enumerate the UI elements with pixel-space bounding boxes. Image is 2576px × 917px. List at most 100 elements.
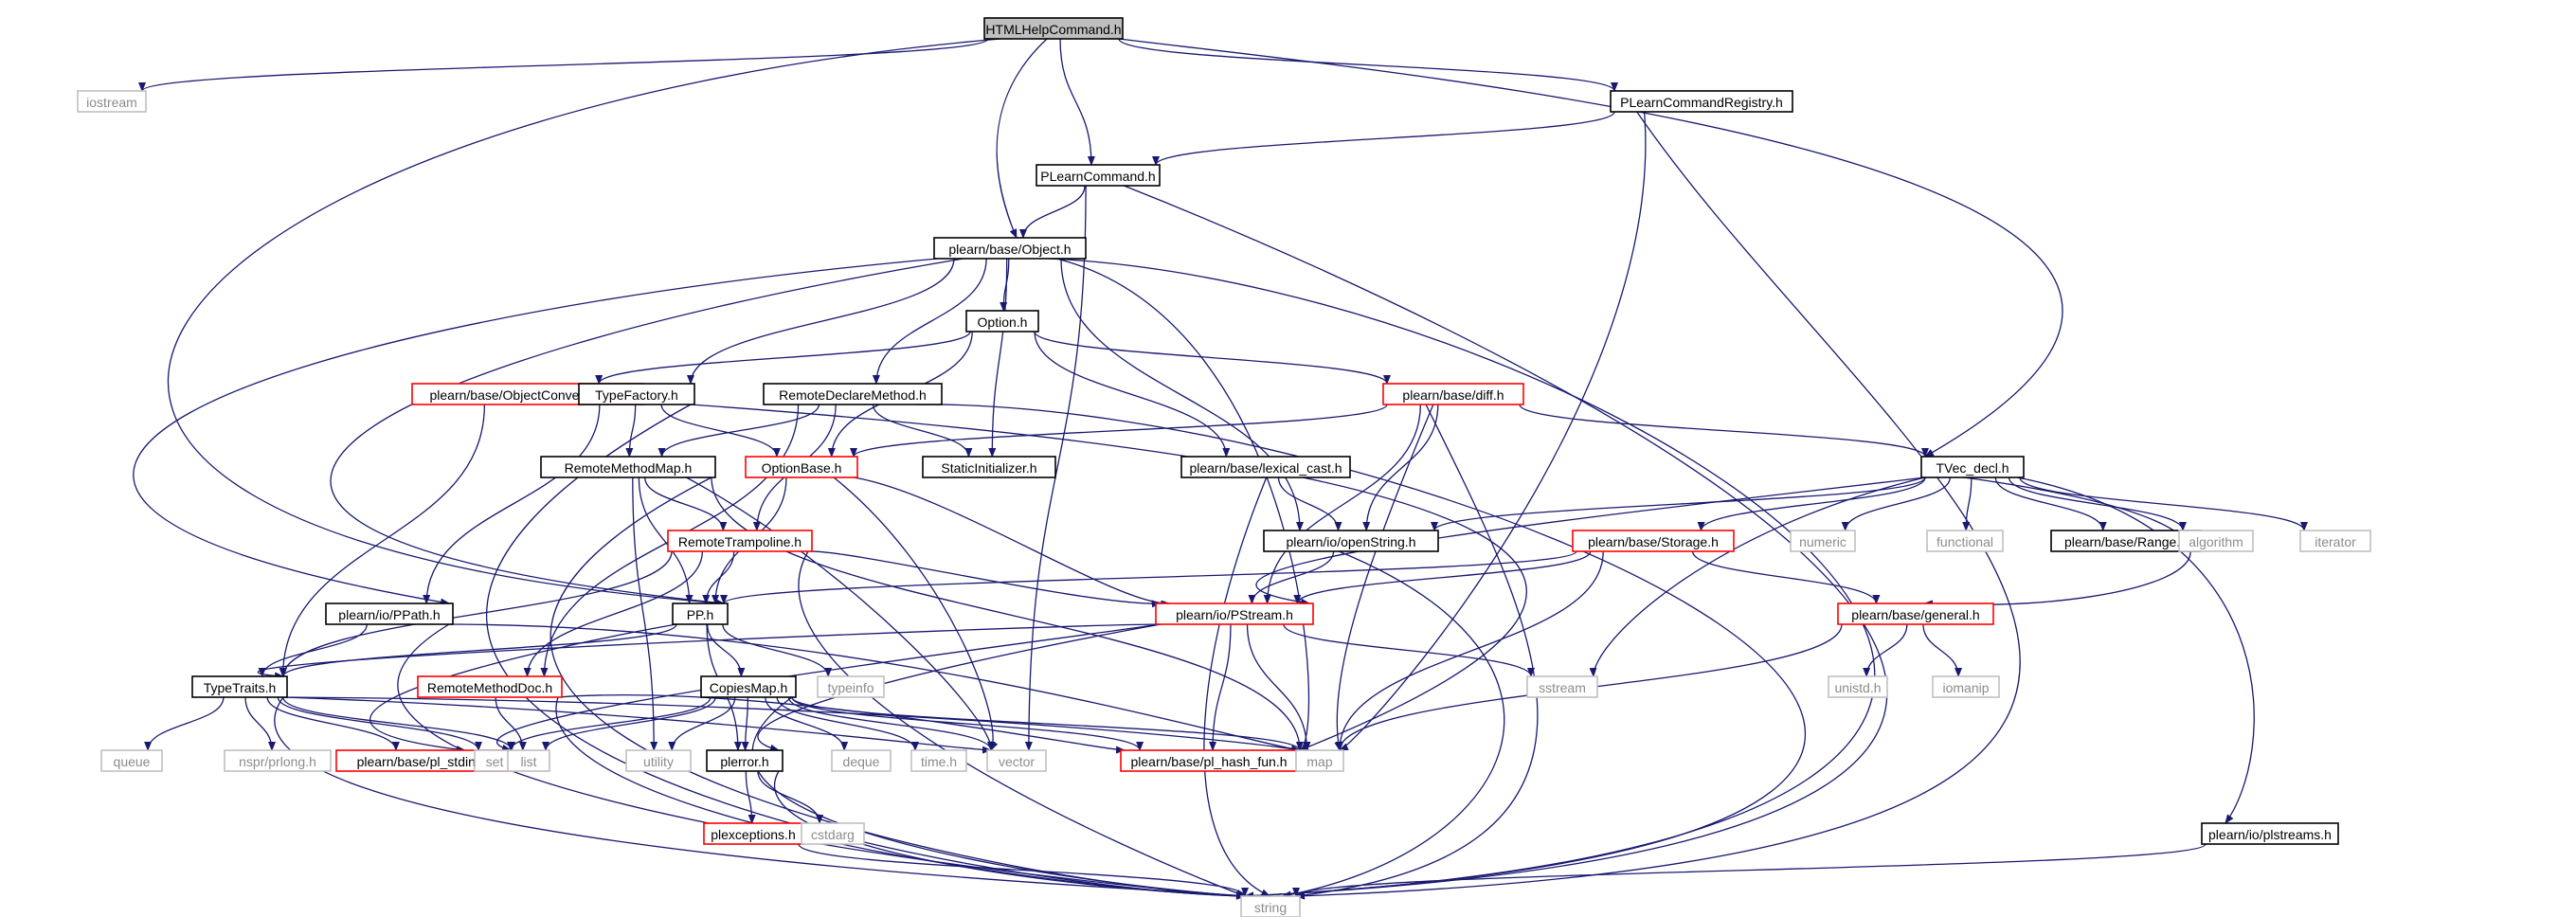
node-utility: utility <box>625 749 692 772</box>
node-iostream: iostream <box>77 90 147 113</box>
edge-TVec_decl-to-sstream <box>1589 476 1926 677</box>
node-algorithm: algorithm <box>2178 530 2254 552</box>
node-Object[interactable]: plearn/base/Object.h <box>933 237 1087 260</box>
edge-RemoteMethodDoc-to-pl_hash_fun <box>557 694 1126 754</box>
node-typeinfo: typeinfo <box>817 675 885 698</box>
edge-PP-to-CopiesMap <box>707 623 746 677</box>
node-label-deque: deque <box>843 754 880 769</box>
edge-PStream-to-sstream <box>1283 623 1535 677</box>
node-HTMLHelpCommand[interactable]: HTMLHelpCommand.h <box>983 17 1124 40</box>
node-label-timeh: time.h <box>921 754 957 769</box>
node-RemoteMethodMap[interactable]: RemoteMethodMap.h <box>540 456 716 478</box>
edge-Option-to-lexical_cast <box>1034 331 1231 458</box>
node-TypeFactory[interactable]: TypeFactory.h <box>578 383 695 405</box>
node-RemoteTrampoline[interactable]: RemoteTrampoline.h <box>667 530 813 552</box>
node-box-iterator <box>2299 530 2371 552</box>
edge-CopiesMap-to-list <box>542 696 716 751</box>
node-label-utility: utility <box>643 754 674 769</box>
node-TVec_decl[interactable]: TVec_decl.h <box>1920 456 2025 478</box>
node-label-TVec_decl: TVec_decl.h <box>1936 460 2009 476</box>
edge-PStream-to-map <box>1246 623 1311 751</box>
node-label-RemoteTrampoline: RemoteTrampoline.h <box>678 534 802 549</box>
edge-openString-to-string <box>1281 550 1505 899</box>
node-Range[interactable]: plearn/base/Range.h <box>2050 530 2202 552</box>
node-box-iostream <box>77 90 147 113</box>
edge-RemoteTrampoline-to-PStream <box>807 550 1162 608</box>
node-RemoteMethodDoc[interactable]: RemoteMethodDoc.h <box>417 675 563 698</box>
edge-Storage-to-PStream <box>1293 550 1592 604</box>
node-sstream: sstream <box>1526 675 1598 698</box>
node-general[interactable]: plearn/base/general.h <box>1837 602 1994 625</box>
node-label-map: map <box>1306 754 1332 769</box>
edge-TVec_decl-to-Storage <box>1697 476 1926 531</box>
node-lexical_cast[interactable]: plearn/base/lexical_cast.h <box>1180 456 1351 478</box>
node-numeric: numeric <box>1790 530 1856 552</box>
edge-plexceptions-to-string <box>798 843 1249 897</box>
edge-CopiesMap-to-deque <box>765 696 849 751</box>
edge-RemoteTrampoline-to-PP <box>702 550 735 604</box>
node-box-sstream <box>1526 675 1598 698</box>
edge-PLearnCommand-to-vector <box>1024 185 1087 751</box>
edge-TypeFactory-to-PPath <box>423 404 601 604</box>
node-label-RemoteDeclareMethod: RemoteDeclareMethod.h <box>779 387 927 403</box>
edge-TVec_decl-to-algorithm <box>2008 476 2187 531</box>
node-plexceptions[interactable]: plexceptions.h <box>703 822 803 845</box>
node-PPath[interactable]: plearn/io/PPath.h <box>325 602 454 625</box>
node-pl_stdint[interactable]: plearn/base/pl_stdint.h <box>335 749 512 772</box>
node-Option[interactable]: Option.h <box>965 310 1039 333</box>
edge-PLearnCommandRegistry-to-map <box>1339 111 1647 751</box>
node-timeh: time.h <box>910 749 967 772</box>
node-TypeTraits[interactable]: TypeTraits.h <box>191 675 288 698</box>
node-functional: functional <box>1926 530 2004 552</box>
node-box-TVec_decl <box>1920 456 2025 478</box>
edge-PPath-to-map <box>448 623 1301 753</box>
node-cstdarg: cstdarg <box>801 822 865 845</box>
edge-diff-to-openString <box>1362 404 1439 531</box>
edge-diff-to-PStream <box>1263 404 1421 604</box>
node-string: string <box>1240 895 1301 917</box>
edge-TVec_decl-to-Range <box>1994 476 2107 531</box>
edge-Option-to-ObjectConversions <box>595 331 971 385</box>
node-pl_hash_fun[interactable]: plearn/base/pl_hash_fun.h <box>1120 749 1298 772</box>
node-plstreams[interactable]: plearn/io/plstreams.h <box>2201 822 2339 845</box>
edge-general-to-unistd <box>1863 623 1908 677</box>
edge-CopiesMap-to-plerror <box>741 696 749 751</box>
node-RemoteDeclareMethod[interactable]: RemoteDeclareMethod.h <box>763 383 943 405</box>
node-box-string <box>1240 895 1301 917</box>
node-label-PLearnCommandRegistry: PLearnCommandRegistry.h <box>1620 95 1783 110</box>
edge-TypeFactory-to-string <box>485 404 1246 900</box>
node-CopiesMap[interactable]: CopiesMap.h <box>700 675 797 698</box>
node-label-algorithm: algorithm <box>2189 534 2243 549</box>
node-label-TypeTraits: TypeTraits.h <box>204 680 277 695</box>
edge-PStream-to-pl_hash_fun <box>1209 623 1232 751</box>
node-label-ObjectConversions: plearn/base/ObjectConversions.h <box>429 387 625 403</box>
node-StaticInitializer[interactable]: StaticInitializer.h <box>922 456 1056 478</box>
node-label-numeric: numeric <box>1799 534 1846 549</box>
node-Storage[interactable]: plearn/base/Storage.h <box>1572 530 1735 552</box>
edge-RemoteMethodMap-to-PP <box>638 476 694 604</box>
node-label-Range: plearn/base/Range.h <box>2064 534 2188 549</box>
node-label-HTMLHelpCommand: HTMLHelpCommand.h <box>985 22 1121 37</box>
node-PLearnCommand[interactable]: PLearnCommand.h <box>1036 164 1161 187</box>
node-diff[interactable]: plearn/base/diff.h <box>1382 383 1524 405</box>
node-label-sstream: sstream <box>1539 680 1586 695</box>
edge-HTMLHelpCommand-to-Object <box>996 38 1048 239</box>
node-box-diff <box>1382 383 1524 405</box>
node-box-TypeTraits <box>191 675 288 698</box>
node-PP[interactable]: PP.h <box>672 602 729 625</box>
node-label-unistd: unistd.h <box>1834 680 1881 695</box>
edge-CopiesMap-to-vector <box>787 696 995 751</box>
node-PLearnCommandRegistry[interactable]: PLearnCommandRegistry.h <box>1610 90 1793 113</box>
node-PStream[interactable]: plearn/io/PStream.h <box>1155 602 1314 625</box>
node-label-CopiesMap: CopiesMap.h <box>710 680 788 695</box>
edge-RemoteDeclareMethod-to-StaticInitializer <box>872 404 973 458</box>
edge-PPath-to-TypeTraits <box>258 623 368 677</box>
node-iomanip: iomanip <box>1932 675 2000 698</box>
edge-Storage-to-general <box>1691 550 1881 604</box>
node-plerror[interactable]: plerror.h <box>706 749 784 772</box>
node-openString[interactable]: plearn/io/openString.h <box>1263 530 1439 552</box>
node-OptionBase[interactable]: OptionBase.h <box>745 456 858 478</box>
node-vector: vector <box>986 749 1047 772</box>
node-box-openString <box>1263 530 1439 552</box>
edge-Object-to-RemoteDeclareMethod <box>872 258 987 385</box>
